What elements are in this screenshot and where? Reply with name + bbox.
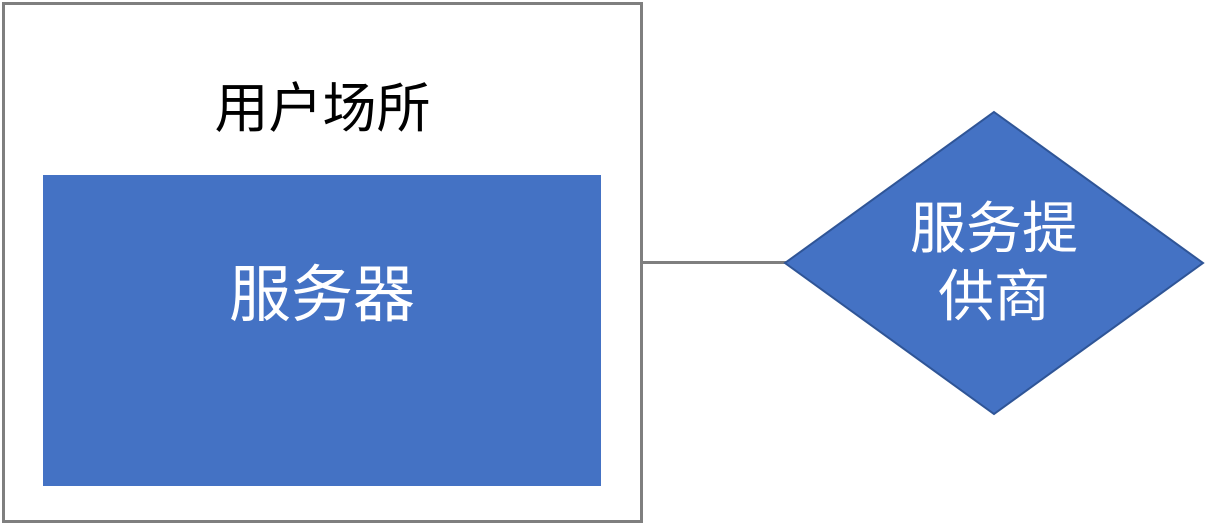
server-label: 服务器 xyxy=(228,258,415,331)
connector-line xyxy=(642,261,787,264)
provider-label: 服务提 供商 xyxy=(874,196,1114,332)
provider-diamond-shape[interactable] xyxy=(783,110,1205,416)
user-site-container[interactable]: 用户场所 服务器 xyxy=(2,2,643,523)
server-box[interactable]: 服务器 xyxy=(43,175,601,486)
provider-label-line-1: 服务提 xyxy=(910,197,1078,262)
provider-label-line-2: 供商 xyxy=(938,265,1050,330)
user-site-label: 用户场所 xyxy=(214,77,431,140)
